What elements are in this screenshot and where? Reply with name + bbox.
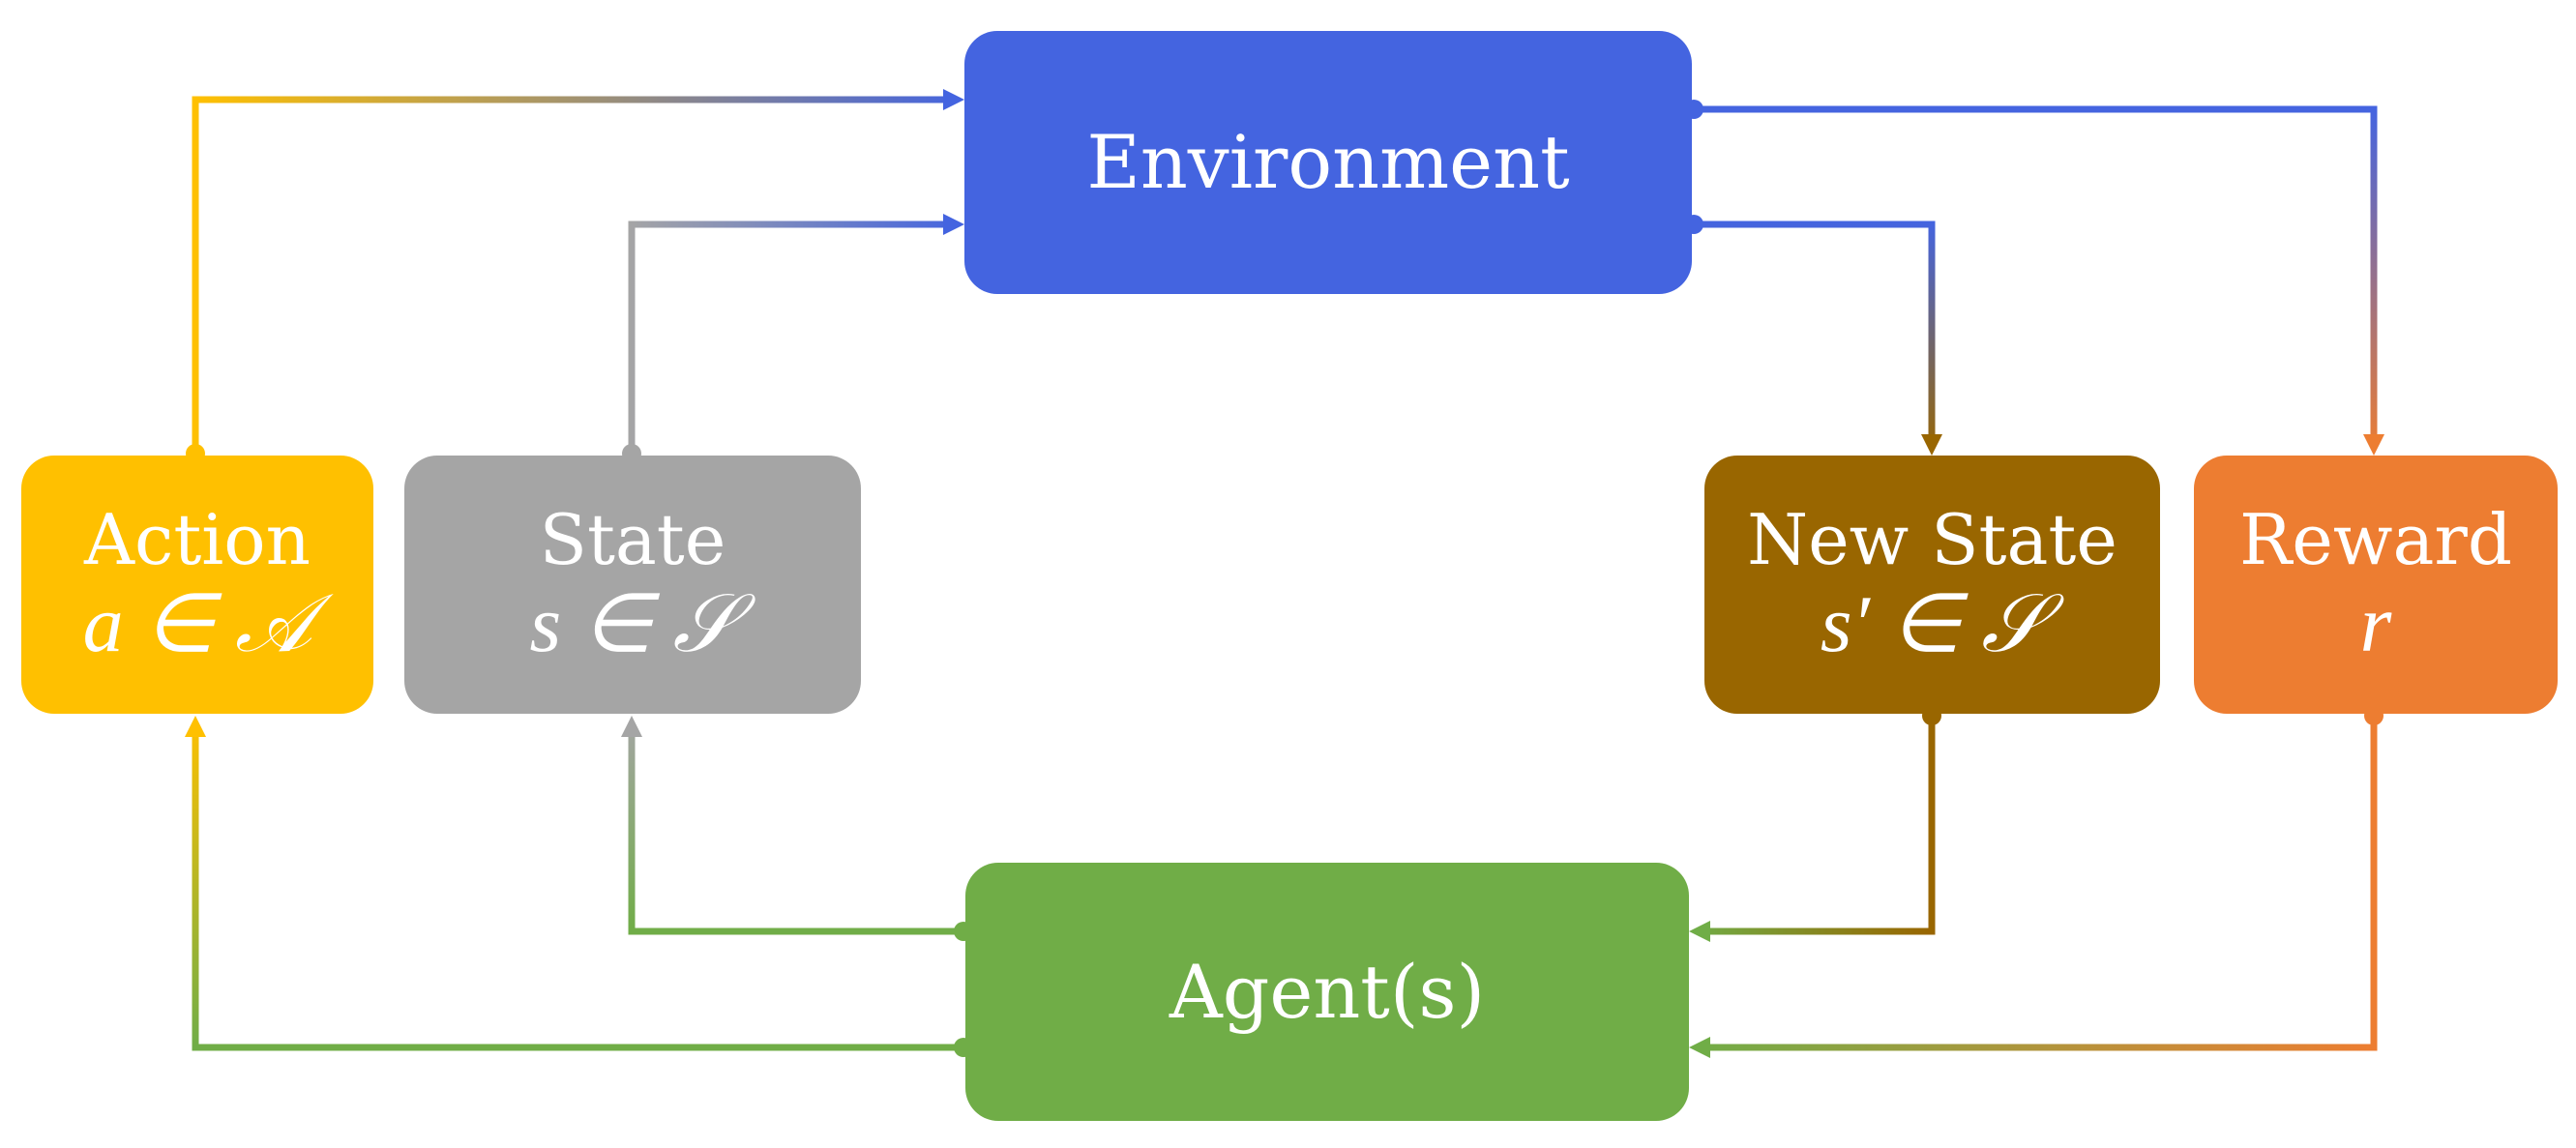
arrowhead-agent-action <box>185 716 206 737</box>
action-node: Action a ∈ 𝒜 <box>21 456 373 714</box>
state-label: State <box>539 498 726 580</box>
environment-label: Environment <box>1086 119 1570 206</box>
reward-label: Reward <box>2239 498 2512 580</box>
new-state-label: New State <box>1747 498 2117 580</box>
action-math: a ∈ 𝒜 <box>82 578 312 669</box>
arrowhead-reward-agent <box>1689 1037 1710 1058</box>
arrowhead-new-state-agent <box>1689 921 1710 942</box>
new-state-math: s′ ∈ 𝒮 <box>1820 578 2045 669</box>
arrowhead-env-new-state <box>1921 434 1942 456</box>
edge-reward-to-agent <box>1708 716 2378 1051</box>
reward-math: r <box>2359 578 2392 669</box>
agent-label: Agent(s) <box>1169 948 1486 1035</box>
edge-agent-to-action <box>192 735 963 1051</box>
new-state-node: New State s′ ∈ 𝒮 <box>1704 456 2160 714</box>
arrowhead-agent-state <box>621 716 642 737</box>
arrowhead-action-env <box>943 89 964 110</box>
agent-node: Agent(s) <box>965 863 1689 1121</box>
edge-environment-to-new-state <box>1694 221 1936 436</box>
reward-node: Reward r <box>2194 456 2558 714</box>
edge-agent-to-state <box>628 735 963 935</box>
edge-new-state-to-agent <box>1708 716 1936 935</box>
state-node: State s ∈ 𝒮 <box>404 456 861 714</box>
action-label: Action <box>84 498 311 580</box>
arrowhead-env-reward <box>2363 434 2384 456</box>
edge-action-to-environment <box>192 96 945 454</box>
arrowhead-state-env <box>943 214 964 235</box>
edge-environment-to-reward <box>1694 105 2378 436</box>
environment-node: Environment <box>964 31 1692 294</box>
state-math: s ∈ 𝒮 <box>529 578 736 669</box>
edge-state-to-environment <box>628 221 945 454</box>
